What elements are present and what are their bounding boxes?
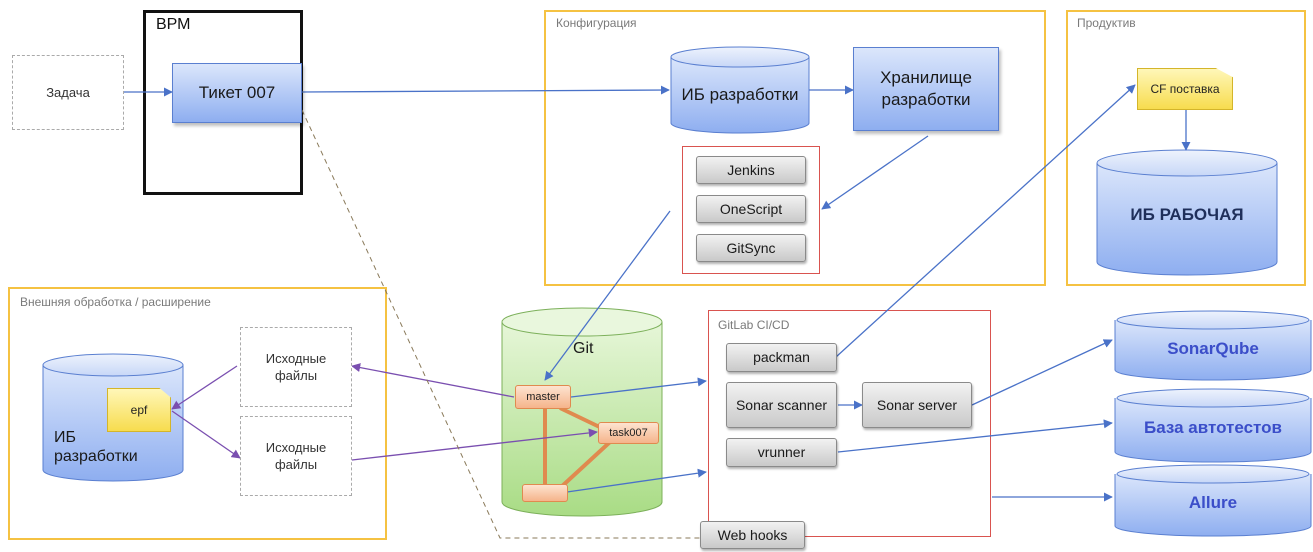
source-files-box-2: Исходные файлы	[240, 416, 352, 496]
allure-cylinder	[1114, 464, 1312, 537]
gitlab-label: GitLab CI/CD	[718, 318, 790, 332]
source-files-label-2: Исходные файлы	[265, 440, 327, 472]
ext-ib-dev-label: ИБ разработки	[54, 429, 138, 465]
flow-arrows	[124, 84, 1191, 502]
vrunner-button[interactable]: vrunner	[726, 438, 837, 467]
prod-region	[1066, 10, 1306, 286]
webhooks-button[interactable]: Web hooks	[700, 521, 805, 549]
branch-master[interactable]: master	[515, 385, 571, 409]
gitlab-region	[708, 310, 991, 537]
config-region	[544, 10, 1046, 286]
ib-work-cylinder	[1096, 149, 1278, 276]
git-label: Git	[573, 340, 594, 357]
ticket-label: Тикет 007	[198, 83, 276, 102]
autotests-label: База автотестов	[1144, 417, 1282, 437]
sonar-scanner-button[interactable]: Sonar scanner	[726, 382, 837, 428]
task-box: Задача	[12, 55, 124, 130]
sonarqube-label: SonarQube	[1167, 339, 1259, 358]
branch-commit[interactable]	[522, 484, 568, 502]
task-label: Задача	[46, 85, 90, 100]
webhook-line	[301, 109, 700, 539]
ib-dev-cylinder	[670, 46, 810, 134]
sonar-server-button[interactable]: Sonar server	[862, 382, 972, 428]
gitsync-button[interactable]: GitSync	[696, 234, 806, 262]
storage-box[interactable]: Хранилище разработки	[853, 47, 999, 131]
tools-group	[682, 146, 820, 274]
vrm-title: ВРМ	[156, 16, 191, 33]
ib-work-label: ИБ РАБОЧАЯ	[1130, 205, 1244, 224]
ext-region	[8, 287, 387, 540]
ext-label: Внешняя обработка / расширение	[20, 295, 211, 309]
jenkins-button[interactable]: Jenkins	[696, 156, 806, 184]
allure-label: Allure	[1188, 493, 1238, 512]
source-files-label-1: Исходные файлы	[265, 351, 327, 383]
sonarqube-cylinder	[1114, 310, 1312, 381]
onescript-button[interactable]: OneScript	[696, 195, 806, 223]
source-files-box-1: Исходные файлы	[240, 327, 352, 407]
cf-delivery-label: CF поставка	[1150, 81, 1220, 96]
storage-label: Хранилище разработки	[880, 68, 972, 109]
packman-button[interactable]: packman	[726, 343, 837, 372]
ticket-box[interactable]: Тикет 007	[172, 63, 302, 123]
ib-dev-label: ИБ разработки	[681, 85, 799, 104]
epf-label: epf	[130, 402, 148, 417]
autotests-cylinder	[1114, 388, 1312, 463]
epf-note: epf	[107, 388, 171, 432]
config-label: Конфигурация	[556, 16, 637, 30]
source-arrows	[171, 363, 598, 461]
branch-task007[interactable]: task007	[598, 422, 659, 444]
cf-delivery-note: CF поставка	[1137, 68, 1233, 110]
prod-label: Продуктив	[1077, 16, 1136, 30]
